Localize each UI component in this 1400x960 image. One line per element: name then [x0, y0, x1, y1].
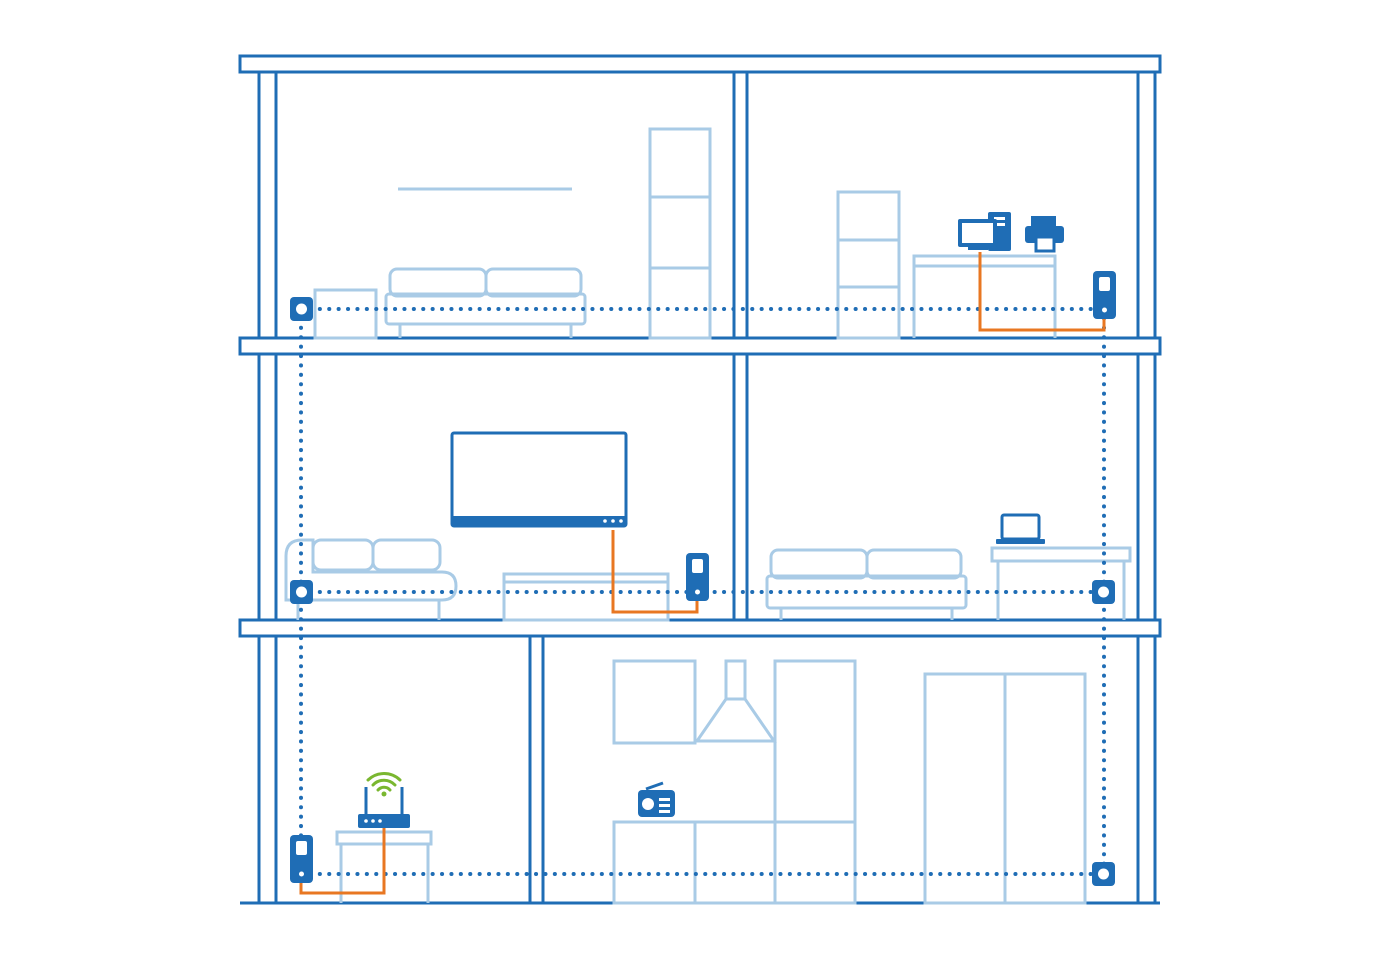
television-icon — [450, 431, 628, 528]
laptop-icon — [996, 513, 1045, 544]
kitchen-counter — [612, 820, 777, 905]
house-structure — [238, 54, 1162, 905]
wall-socket-middle-left — [290, 580, 313, 604]
upper-cabinet — [612, 659, 697, 745]
range-hood — [694, 659, 777, 743]
tall-cabinet — [773, 659, 857, 905]
wall-socket-middle-right — [1092, 580, 1115, 604]
right-outer-wall — [1136, 68, 1157, 905]
top-floor-furniture — [313, 127, 1057, 340]
powerline-adapter-tv — [686, 553, 709, 601]
tv-cabinet — [502, 572, 670, 622]
sofa-corner — [284, 538, 458, 620]
powerline-adapter-office — [1093, 271, 1116, 319]
router-icon — [358, 787, 410, 828]
cable-tv — [611, 530, 699, 614]
bookcase-office — [836, 190, 901, 340]
roof-slab — [238, 54, 1162, 74]
radio-icon — [638, 781, 675, 817]
office-desk — [912, 254, 1057, 338]
lower-floor-slab — [238, 618, 1162, 638]
top-floor-partition — [732, 68, 749, 342]
cable-router — [299, 828, 386, 895]
ground-floor-partition — [528, 632, 545, 905]
middle-floor-partition — [732, 350, 749, 624]
powerline-adapter-router — [290, 835, 313, 883]
cable-office — [978, 252, 1106, 332]
printer-icon — [1025, 216, 1064, 253]
sofa-lounge — [765, 548, 968, 620]
wall-socket-ground-right — [1092, 862, 1115, 886]
wardrobe — [923, 672, 1087, 905]
wall-socket-top-left — [290, 297, 313, 321]
ethernet-cables — [299, 252, 1106, 895]
side-cabinet — [313, 288, 378, 340]
left-outer-wall — [257, 68, 278, 905]
ground-floor-furniture — [335, 659, 1087, 905]
computer-icon — [958, 212, 1011, 251]
middle-floor-furniture — [284, 538, 1132, 622]
bookcase-left — [648, 127, 712, 340]
wifi-icon — [366, 772, 402, 797]
upper-floor-slab — [238, 336, 1162, 356]
sofa-top — [384, 267, 587, 338]
